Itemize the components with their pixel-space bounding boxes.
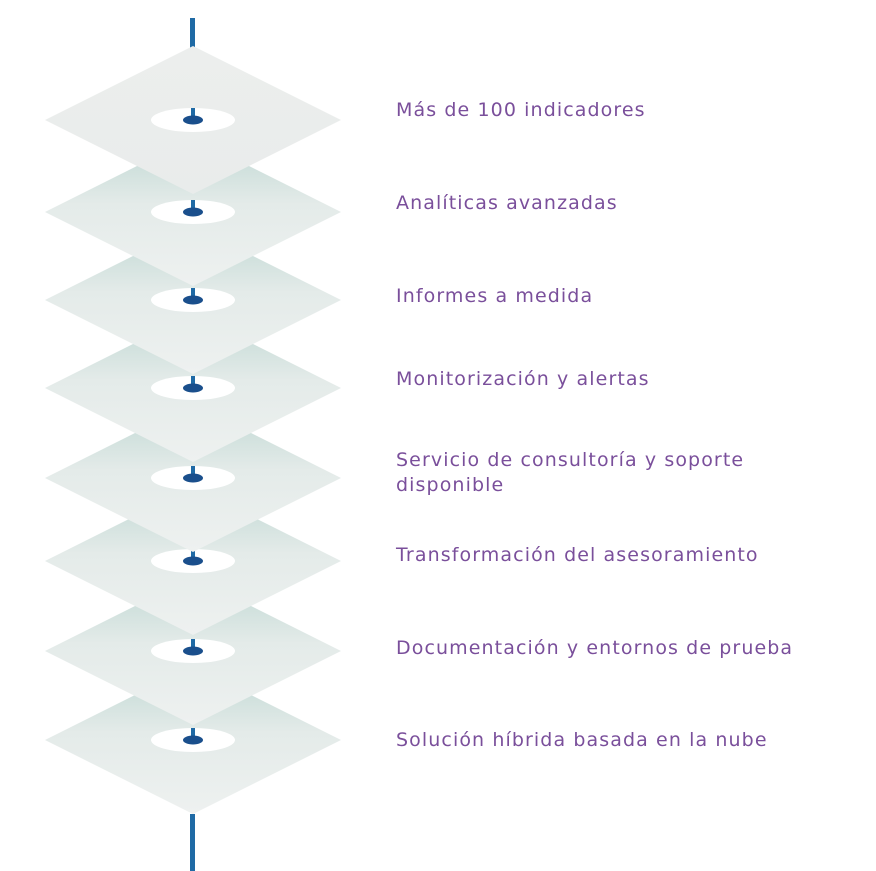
layer-plates xyxy=(45,46,341,814)
layer-label-4: Monitorización y alertas xyxy=(396,368,650,390)
pole-base xyxy=(183,735,203,745)
pole-base xyxy=(183,115,203,125)
layer-label-6: Transformación del asesoramiento xyxy=(396,544,759,566)
pole-stub xyxy=(191,549,195,561)
pole-stub xyxy=(191,108,195,120)
layer-label-1: Más de 100 indicadores xyxy=(396,99,646,121)
layer-label-3: Informes a medida xyxy=(396,285,594,307)
pole-stub xyxy=(191,639,195,651)
pole-stub xyxy=(191,728,195,740)
layer-plate-7 xyxy=(45,577,341,725)
layer-plate-1 xyxy=(45,46,341,194)
pole-stub xyxy=(191,466,195,478)
pole-stub xyxy=(191,200,195,212)
pole-stub xyxy=(191,376,195,388)
layer-label-2: Analíticas avanzadas xyxy=(396,192,618,214)
layer-plate-8 xyxy=(45,666,341,814)
pole-base xyxy=(183,473,203,483)
layer-plate-2 xyxy=(45,138,341,286)
layer-label-5: Servicio de consultoría y soporte dispon… xyxy=(396,449,745,496)
layer-plate-6 xyxy=(45,487,341,635)
layer-label-8: Solución híbrida basada en la nube xyxy=(396,729,768,751)
layer-plate-3 xyxy=(45,226,341,374)
pole-base xyxy=(183,207,203,217)
pole-base xyxy=(183,556,203,566)
pole-base xyxy=(183,383,203,393)
pole-base xyxy=(183,295,203,305)
layer-label-7: Documentación y entornos de prueba xyxy=(396,637,794,659)
pole-bottom-segment xyxy=(190,814,195,871)
pole-base xyxy=(183,646,203,656)
pole-stub xyxy=(191,288,195,300)
layer-plate-4 xyxy=(45,314,341,462)
layer-plate-5 xyxy=(45,404,341,552)
